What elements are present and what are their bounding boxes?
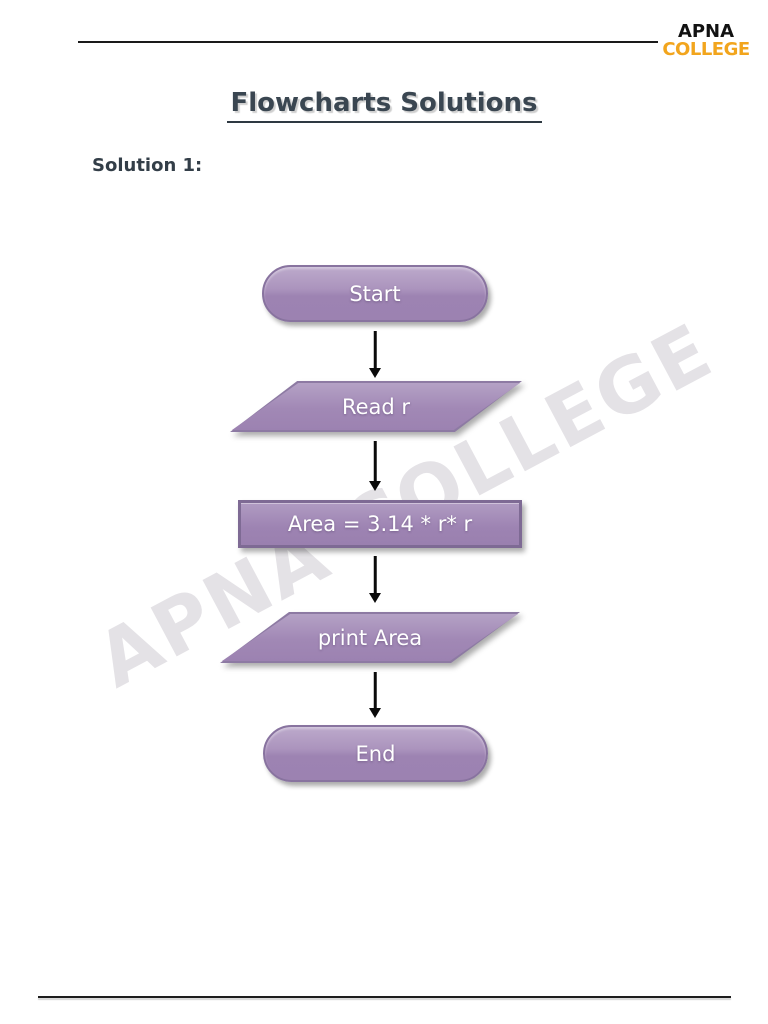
flow-node-start-label: Start xyxy=(349,281,401,306)
header-rule xyxy=(78,41,658,43)
flow-node-start: Start xyxy=(262,265,488,322)
flow-node-end: End xyxy=(263,725,488,782)
footer-rule xyxy=(38,996,731,998)
flow-node-end-label: End xyxy=(355,741,396,766)
title-row: Flowcharts Solutions xyxy=(0,88,768,123)
flow-node-read-r: Read r xyxy=(230,381,522,432)
arrow-stem xyxy=(373,556,377,593)
arrow-head-icon xyxy=(369,368,381,378)
flow-node-print-area-label: print Area xyxy=(317,625,423,650)
arrow-stem xyxy=(373,672,377,708)
arrow-stem xyxy=(373,441,377,481)
flow-node-area-formula-label: Area = 3.14 * r* r xyxy=(287,512,473,536)
flow-node-area-formula: Area = 3.14 * r* r xyxy=(238,500,522,548)
flow-node-print-area: print Area xyxy=(220,612,520,663)
logo-line-apna: APNA xyxy=(677,21,735,42)
arrow-head-icon xyxy=(369,708,381,718)
logo-line-college: COLLEGE xyxy=(662,39,750,60)
arrow-stem xyxy=(373,331,377,368)
flow-arrow-2 xyxy=(368,441,382,491)
solution-label: Solution 1: xyxy=(92,155,203,176)
arrow-head-icon xyxy=(369,481,381,491)
arrow-head-icon xyxy=(369,593,381,603)
flow-node-read-r-label: Read r xyxy=(341,394,411,419)
flow-arrow-3 xyxy=(368,556,382,603)
page-title: Flowcharts Solutions xyxy=(226,88,542,123)
flow-arrow-1 xyxy=(368,331,382,378)
apna-college-logo: APNA COLLEGE xyxy=(662,21,750,60)
flow-arrow-4 xyxy=(368,672,382,718)
